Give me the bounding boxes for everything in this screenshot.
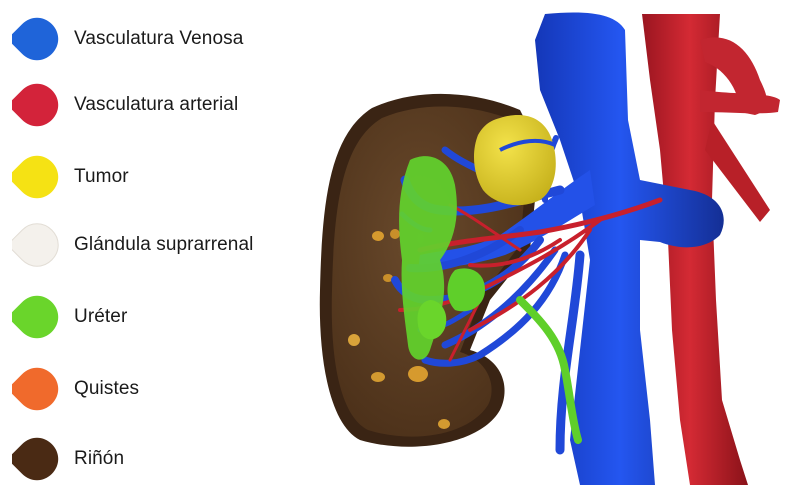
legend: Vasculatura Venosa Vasculatura arterial … <box>0 0 300 485</box>
legend-label-arterial: Vasculatura arterial <box>74 94 238 116</box>
legend-label-venous: Vasculatura Venosa <box>74 28 243 50</box>
legend-label-kidney: Riñón <box>74 448 124 470</box>
white-drop-icon <box>12 220 62 270</box>
aortic-branch <box>700 90 780 113</box>
tumor <box>474 115 556 205</box>
kidney-3d-illustration <box>300 0 789 485</box>
legend-item-tumor: Tumor <box>12 152 302 202</box>
orange-drop-icon <box>12 364 62 414</box>
cyst <box>408 366 428 382</box>
red-drop-icon <box>12 80 62 130</box>
green-drop-icon <box>12 292 62 342</box>
legend-label-ureter: Uréter <box>74 306 127 328</box>
cyst <box>348 334 360 346</box>
legend-item-ureter: Uréter <box>12 292 302 342</box>
blue-drop-icon <box>12 14 62 64</box>
legend-item-venous: Vasculatura Venosa <box>12 14 302 64</box>
legend-label-tumor: Tumor <box>74 166 129 188</box>
brown-drop-icon <box>12 434 62 484</box>
cyst <box>372 231 384 241</box>
cyst <box>390 229 400 239</box>
legend-item-kidney: Riñón <box>12 434 302 484</box>
cyst <box>371 372 385 382</box>
legend-item-arterial: Vasculatura arterial <box>12 80 302 130</box>
legend-item-cysts: Quistes <box>12 364 302 414</box>
legend-item-adrenal: Glándula suprarrenal <box>12 220 302 270</box>
legend-label-cysts: Quistes <box>74 378 139 400</box>
artery-group <box>642 14 780 485</box>
yellow-drop-icon <box>12 152 62 202</box>
cyst <box>438 419 450 429</box>
legend-label-adrenal: Glándula suprarrenal <box>74 234 253 256</box>
